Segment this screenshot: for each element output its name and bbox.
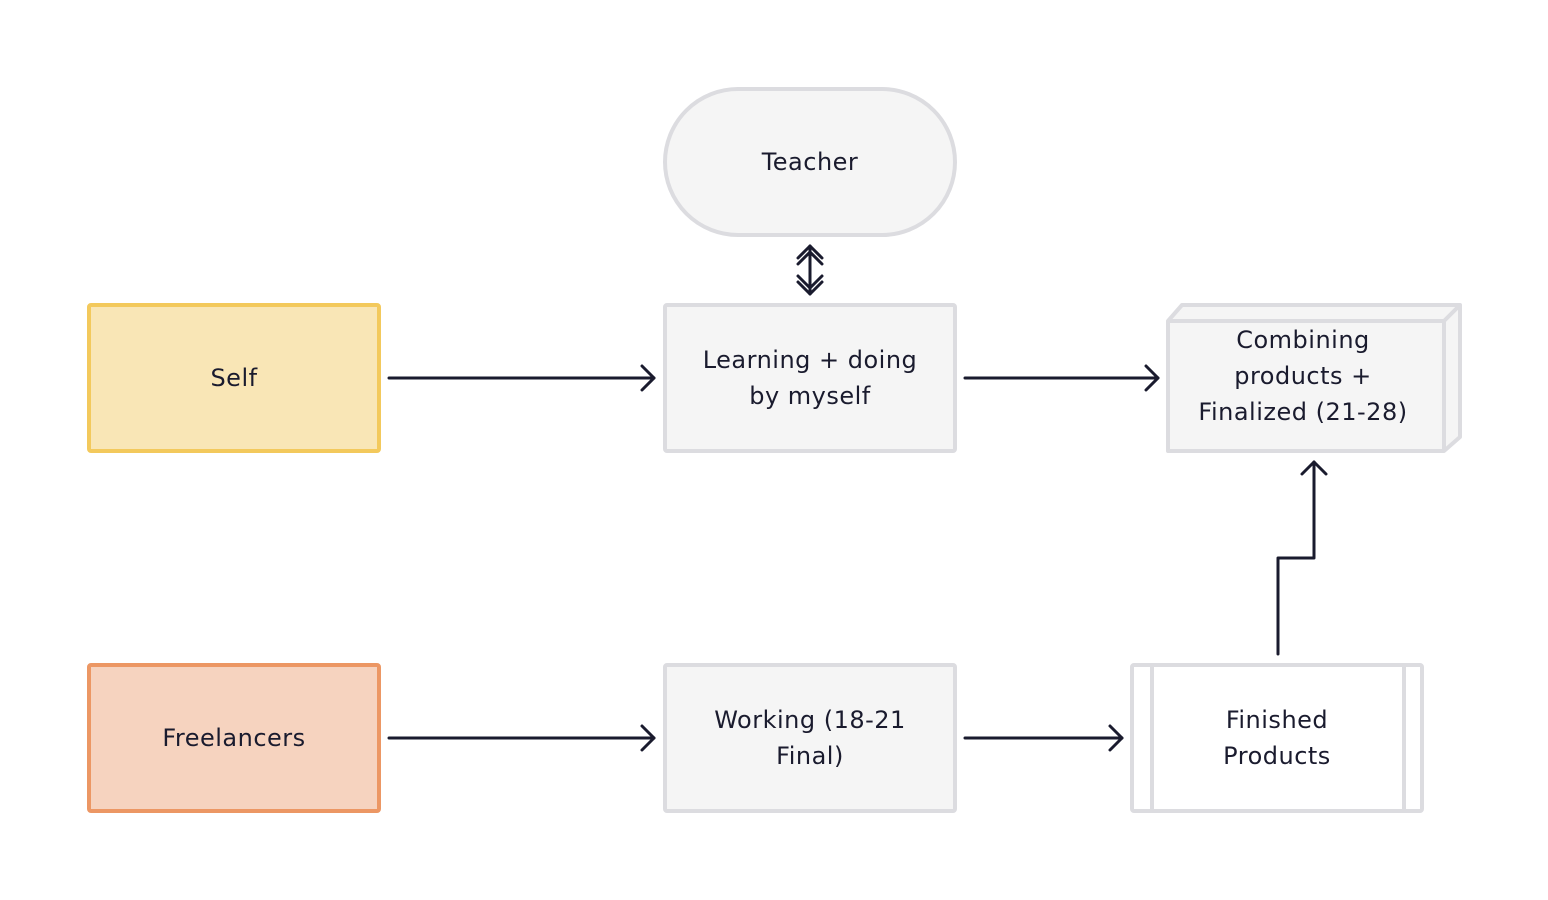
combining-3d-shape bbox=[1166, 303, 1462, 453]
node-learning-label: Learning + doing by myself bbox=[702, 346, 918, 410]
edge-freelancers-working bbox=[387, 724, 656, 752]
edge-learning-combining bbox=[963, 364, 1160, 392]
finished-side-bars bbox=[1150, 665, 1406, 811]
edge-self-learning bbox=[387, 364, 656, 392]
node-combining-products[interactable]: Combining products + Finalized (21-28) bbox=[1166, 303, 1460, 453]
node-learning[interactable]: Learning + doing by myself bbox=[663, 303, 957, 453]
node-finished-products[interactable]: Finished Products bbox=[1130, 663, 1424, 813]
edge-teacher-learning bbox=[796, 244, 824, 296]
node-finished-products-label: Finished Products bbox=[1223, 706, 1331, 770]
node-self[interactable]: Self bbox=[87, 303, 381, 453]
node-self-label: Self bbox=[210, 364, 258, 392]
edge-finished-combining bbox=[1276, 460, 1328, 656]
node-working-label: Working (18-21 Final) bbox=[714, 706, 906, 770]
node-teacher-label: Teacher bbox=[761, 148, 859, 176]
node-freelancers-label: Freelancers bbox=[162, 724, 306, 752]
node-teacher[interactable]: Teacher bbox=[663, 87, 957, 237]
node-freelancers[interactable]: Freelancers bbox=[87, 663, 381, 813]
node-combining-products-label: Combining products + Finalized (21-28) bbox=[1198, 326, 1408, 426]
node-working[interactable]: Working (18-21 Final) bbox=[663, 663, 957, 813]
edge-working-finished bbox=[963, 724, 1124, 752]
